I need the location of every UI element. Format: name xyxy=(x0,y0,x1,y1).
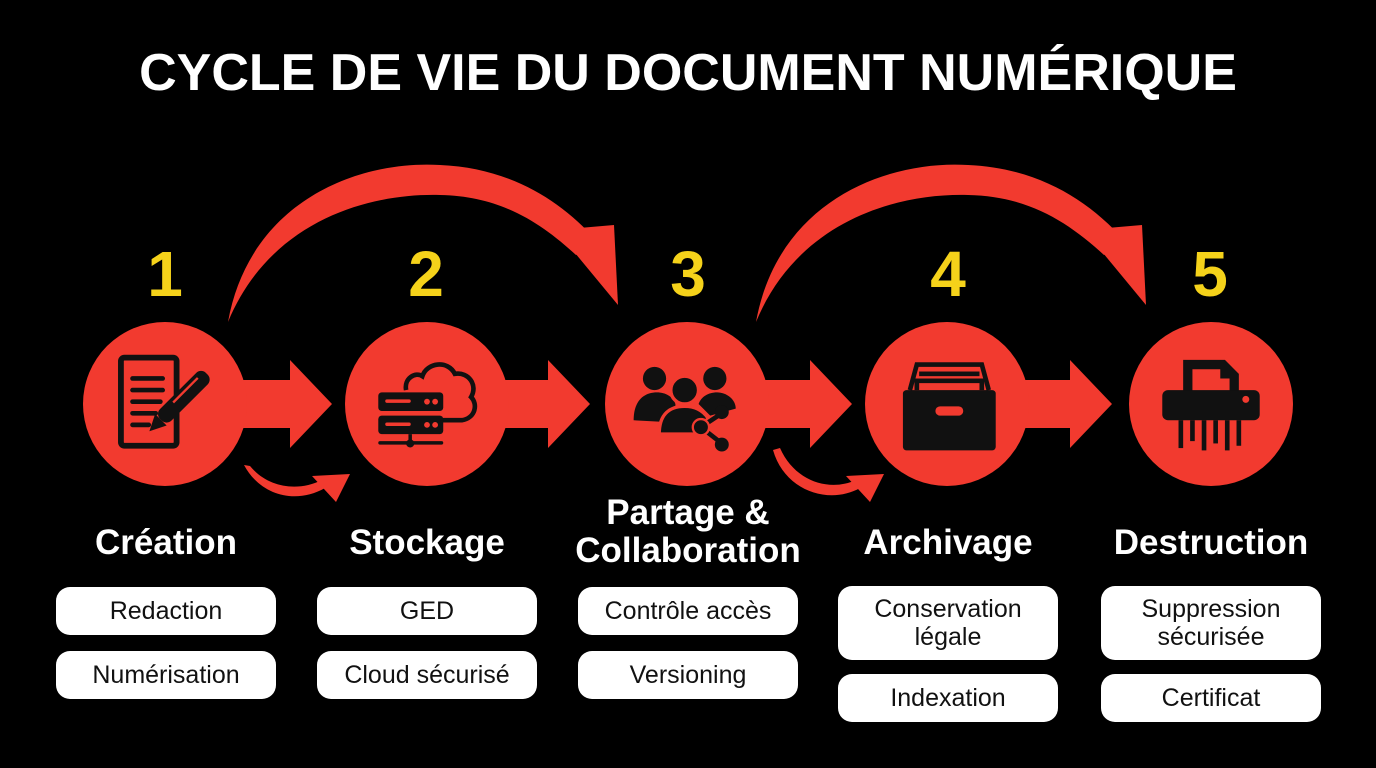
stage-circle-stockage xyxy=(345,322,509,486)
shredder-icon xyxy=(1162,359,1260,451)
pill-ged: GED xyxy=(317,587,537,635)
step-number-3: 3 xyxy=(670,238,706,310)
big-curved-arrow-icon xyxy=(228,164,1146,322)
pill-line: Suppression xyxy=(1141,595,1281,623)
stage-circle-archivage xyxy=(865,322,1029,486)
users-share-icon xyxy=(633,366,736,452)
pill-cloud-securise: Cloud sécurisé xyxy=(317,651,537,699)
pill-controle-acces: Contrôle accès xyxy=(578,587,798,635)
step-number-5: 5 xyxy=(1192,238,1228,310)
stage-title-stockage: Stockage xyxy=(349,523,505,562)
pill-indexation: Indexation xyxy=(838,674,1058,722)
small-curved-arrow-icon xyxy=(244,448,884,502)
stage-circle-creation xyxy=(83,322,247,486)
stage-title-archivage: Archivage xyxy=(863,523,1033,562)
archive-box-icon xyxy=(902,362,996,451)
document-pen-icon xyxy=(118,354,210,449)
pill-versioning: Versioning xyxy=(578,651,798,699)
stage-title-line: Collaboration xyxy=(575,531,801,570)
step-number-1: 1 xyxy=(147,238,183,310)
step-number-4: 4 xyxy=(930,238,966,310)
pill-certificat: Certificat xyxy=(1101,674,1321,722)
page-title: CYCLE DE VIE DU DOCUMENT NUMÉRIQUE xyxy=(139,44,1237,102)
stage-title-creation: Création xyxy=(95,523,237,562)
straight-arrow-icon xyxy=(235,360,1112,448)
pill-suppression-securisee: Suppression sécurisée xyxy=(1101,586,1321,660)
pill-numerisation: Numérisation xyxy=(56,651,276,699)
stage-title-partage: Partage & Collaboration xyxy=(548,494,828,570)
server-cloud-icon xyxy=(378,362,478,448)
pill-line: Conservation xyxy=(874,595,1022,623)
stage-title-line: Partage & xyxy=(606,493,770,532)
pill-conservation-legale: Conservation légale xyxy=(838,586,1058,660)
stage-title-destruction: Destruction xyxy=(1113,523,1309,562)
step-number-2: 2 xyxy=(408,238,444,310)
stage-circle-partage xyxy=(605,322,769,486)
stage-circle-destruction xyxy=(1129,322,1293,486)
pill-line: sécurisée xyxy=(1157,623,1265,651)
pill-redaction: Redaction xyxy=(56,587,276,635)
pill-line: légale xyxy=(914,623,982,651)
